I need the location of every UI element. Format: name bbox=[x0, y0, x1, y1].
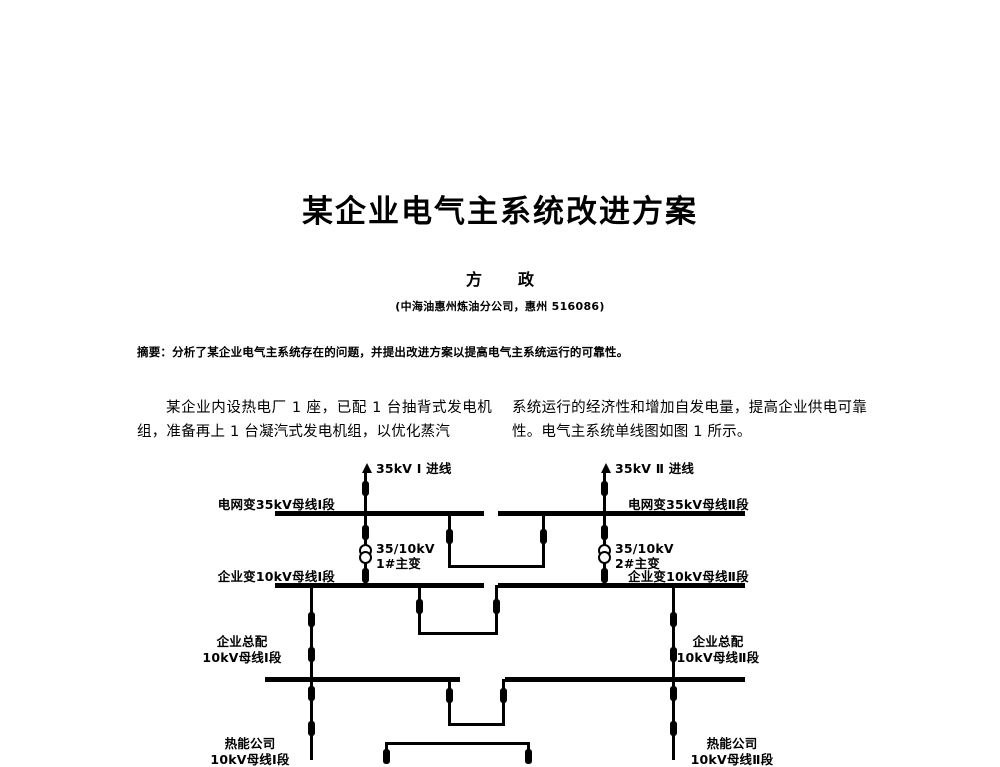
grid-bus-1-label: 电网变35kV母线Ⅰ段 bbox=[217, 497, 335, 512]
author-affiliation: (中海油惠州炼油分公司，惠州 516086) bbox=[395, 300, 605, 313]
main-dist-bus-1-busbar bbox=[265, 677, 460, 682]
grid-bustie-link bbox=[448, 565, 545, 568]
feeder-2-upper-breaker-icon bbox=[670, 612, 677, 627]
transformer-1-icon bbox=[359, 544, 374, 566]
incoming-line-1-arrow-icon bbox=[362, 463, 372, 473]
transformer-1-name-label: 1#主变 bbox=[376, 556, 421, 571]
single-line-diagram: 35kV Ⅰ 进线 35kV Ⅱ 进线 电网变35kV母线Ⅰ段 电网变35kV母… bbox=[0, 455, 1000, 767]
transformer-2-hv-breaker-icon bbox=[601, 525, 608, 540]
body-paragraph-right: 系统运行的经济性和增加自发电量，提高企业供电可靠性。电气主系统单线图如图 1 所… bbox=[512, 400, 867, 440]
plant-bus-1-busbar bbox=[275, 583, 484, 588]
incoming-line-2-breaker-icon bbox=[601, 481, 608, 496]
thermal-feeder-1-conductor bbox=[310, 679, 313, 760]
thermal-bus-2-label-line1: 热能公司 bbox=[706, 736, 758, 751]
plant-bustie-link bbox=[418, 632, 498, 635]
page-title: 某企业电气主系统改进方案 bbox=[302, 194, 698, 230]
main-dist-bus-2-busbar bbox=[505, 677, 745, 682]
incoming-line-1-label: 35kV Ⅰ 进线 bbox=[376, 461, 452, 476]
plant-bus-1-label: 企业变10kV母线Ⅰ段 bbox=[217, 569, 335, 584]
grid-bustie-left-breaker-icon bbox=[446, 529, 453, 544]
grid-bus-2-label: 电网变35kV母线Ⅱ段 bbox=[628, 497, 749, 512]
body-paragraph-left: 某企业内设热电厂 1 座，已配 1 台抽背式发电机组，准备再上 1 台凝汽式发电… bbox=[137, 400, 492, 440]
thermal-bus-1-label-line1: 热能公司 bbox=[224, 736, 276, 751]
transformer-1-lv-breaker-icon bbox=[362, 568, 369, 583]
transformer-1-hv-breaker-icon bbox=[362, 525, 369, 540]
plant-bustie-right-breaker-icon bbox=[493, 599, 500, 614]
author-name: 方 政 bbox=[465, 270, 544, 289]
grid-bustie-right-breaker-icon bbox=[540, 529, 547, 544]
incoming-line-2-label: 35kV Ⅱ 进线 bbox=[615, 461, 695, 476]
thermal-feeder-2-upper-breaker-icon bbox=[670, 686, 677, 701]
main-dist-bustie-right-breaker-icon bbox=[500, 688, 507, 703]
main-dist-bustie-link bbox=[448, 723, 505, 726]
thermal-feeder-2-lower-breaker-icon bbox=[670, 721, 677, 736]
feeder-1-conductor bbox=[310, 585, 313, 680]
thermal-feeder-1-upper-breaker-icon bbox=[308, 686, 315, 701]
abstract-text: 摘要：分析了某企业电气主系统存在的问题，并提出改进方案以提高电气主系统运行的可靠… bbox=[137, 345, 629, 359]
plant-bustie-left-breaker-icon bbox=[416, 599, 423, 614]
body-column-right: 系统运行的经济性和增加自发电量，提高企业供电可靠性。电气主系统单线图如图 1 所… bbox=[512, 396, 867, 444]
feeder-2-conductor bbox=[672, 585, 675, 680]
feeder-1-lower-breaker-icon bbox=[308, 647, 315, 662]
body-column-left: 某企业内设热电厂 1 座，已配 1 台抽背式发电机组，准备再上 1 台凝汽式发电… bbox=[137, 396, 492, 444]
main-dist-bus-2-label-line1: 企业总配 bbox=[692, 634, 744, 649]
thermal-interconnection-right-breaker-icon bbox=[525, 749, 532, 764]
main-dist-bus-1-label-line1: 企业总配 bbox=[216, 634, 268, 649]
main-dist-bus-1-label-line2: 10kV母线Ⅰ段 bbox=[202, 650, 282, 665]
transformer-2-name-label: 2#主变 bbox=[615, 556, 660, 571]
thermal-interconnection-left-breaker-icon bbox=[383, 749, 390, 764]
grid-bus-2-busbar bbox=[498, 511, 745, 516]
incoming-line-1-breaker-icon bbox=[362, 481, 369, 496]
transformer-1-rating-label: 35/10kV bbox=[376, 541, 435, 556]
grid-bus-1-busbar bbox=[275, 511, 484, 516]
main-dist-bustie-left-breaker-icon bbox=[446, 688, 453, 703]
feeder-2-lower-breaker-icon bbox=[670, 647, 677, 662]
plant-bus-2-label: 企业变10kV母线Ⅱ段 bbox=[628, 569, 749, 584]
thermal-feeder-2-conductor bbox=[672, 679, 675, 760]
transformer-2-lv-breaker-icon bbox=[601, 568, 608, 583]
transformer-2-rating-label: 35/10kV bbox=[615, 541, 674, 556]
transformer-2-icon bbox=[598, 544, 613, 566]
incoming-line-2-arrow-icon bbox=[601, 463, 611, 473]
feeder-1-upper-breaker-icon bbox=[308, 612, 315, 627]
thermal-interconnection-link bbox=[385, 742, 530, 745]
plant-bus-2-busbar bbox=[498, 583, 745, 588]
thermal-feeder-1-lower-breaker-icon bbox=[308, 721, 315, 736]
main-dist-bus-2-label-line2: 10kV母线Ⅱ段 bbox=[676, 650, 760, 665]
